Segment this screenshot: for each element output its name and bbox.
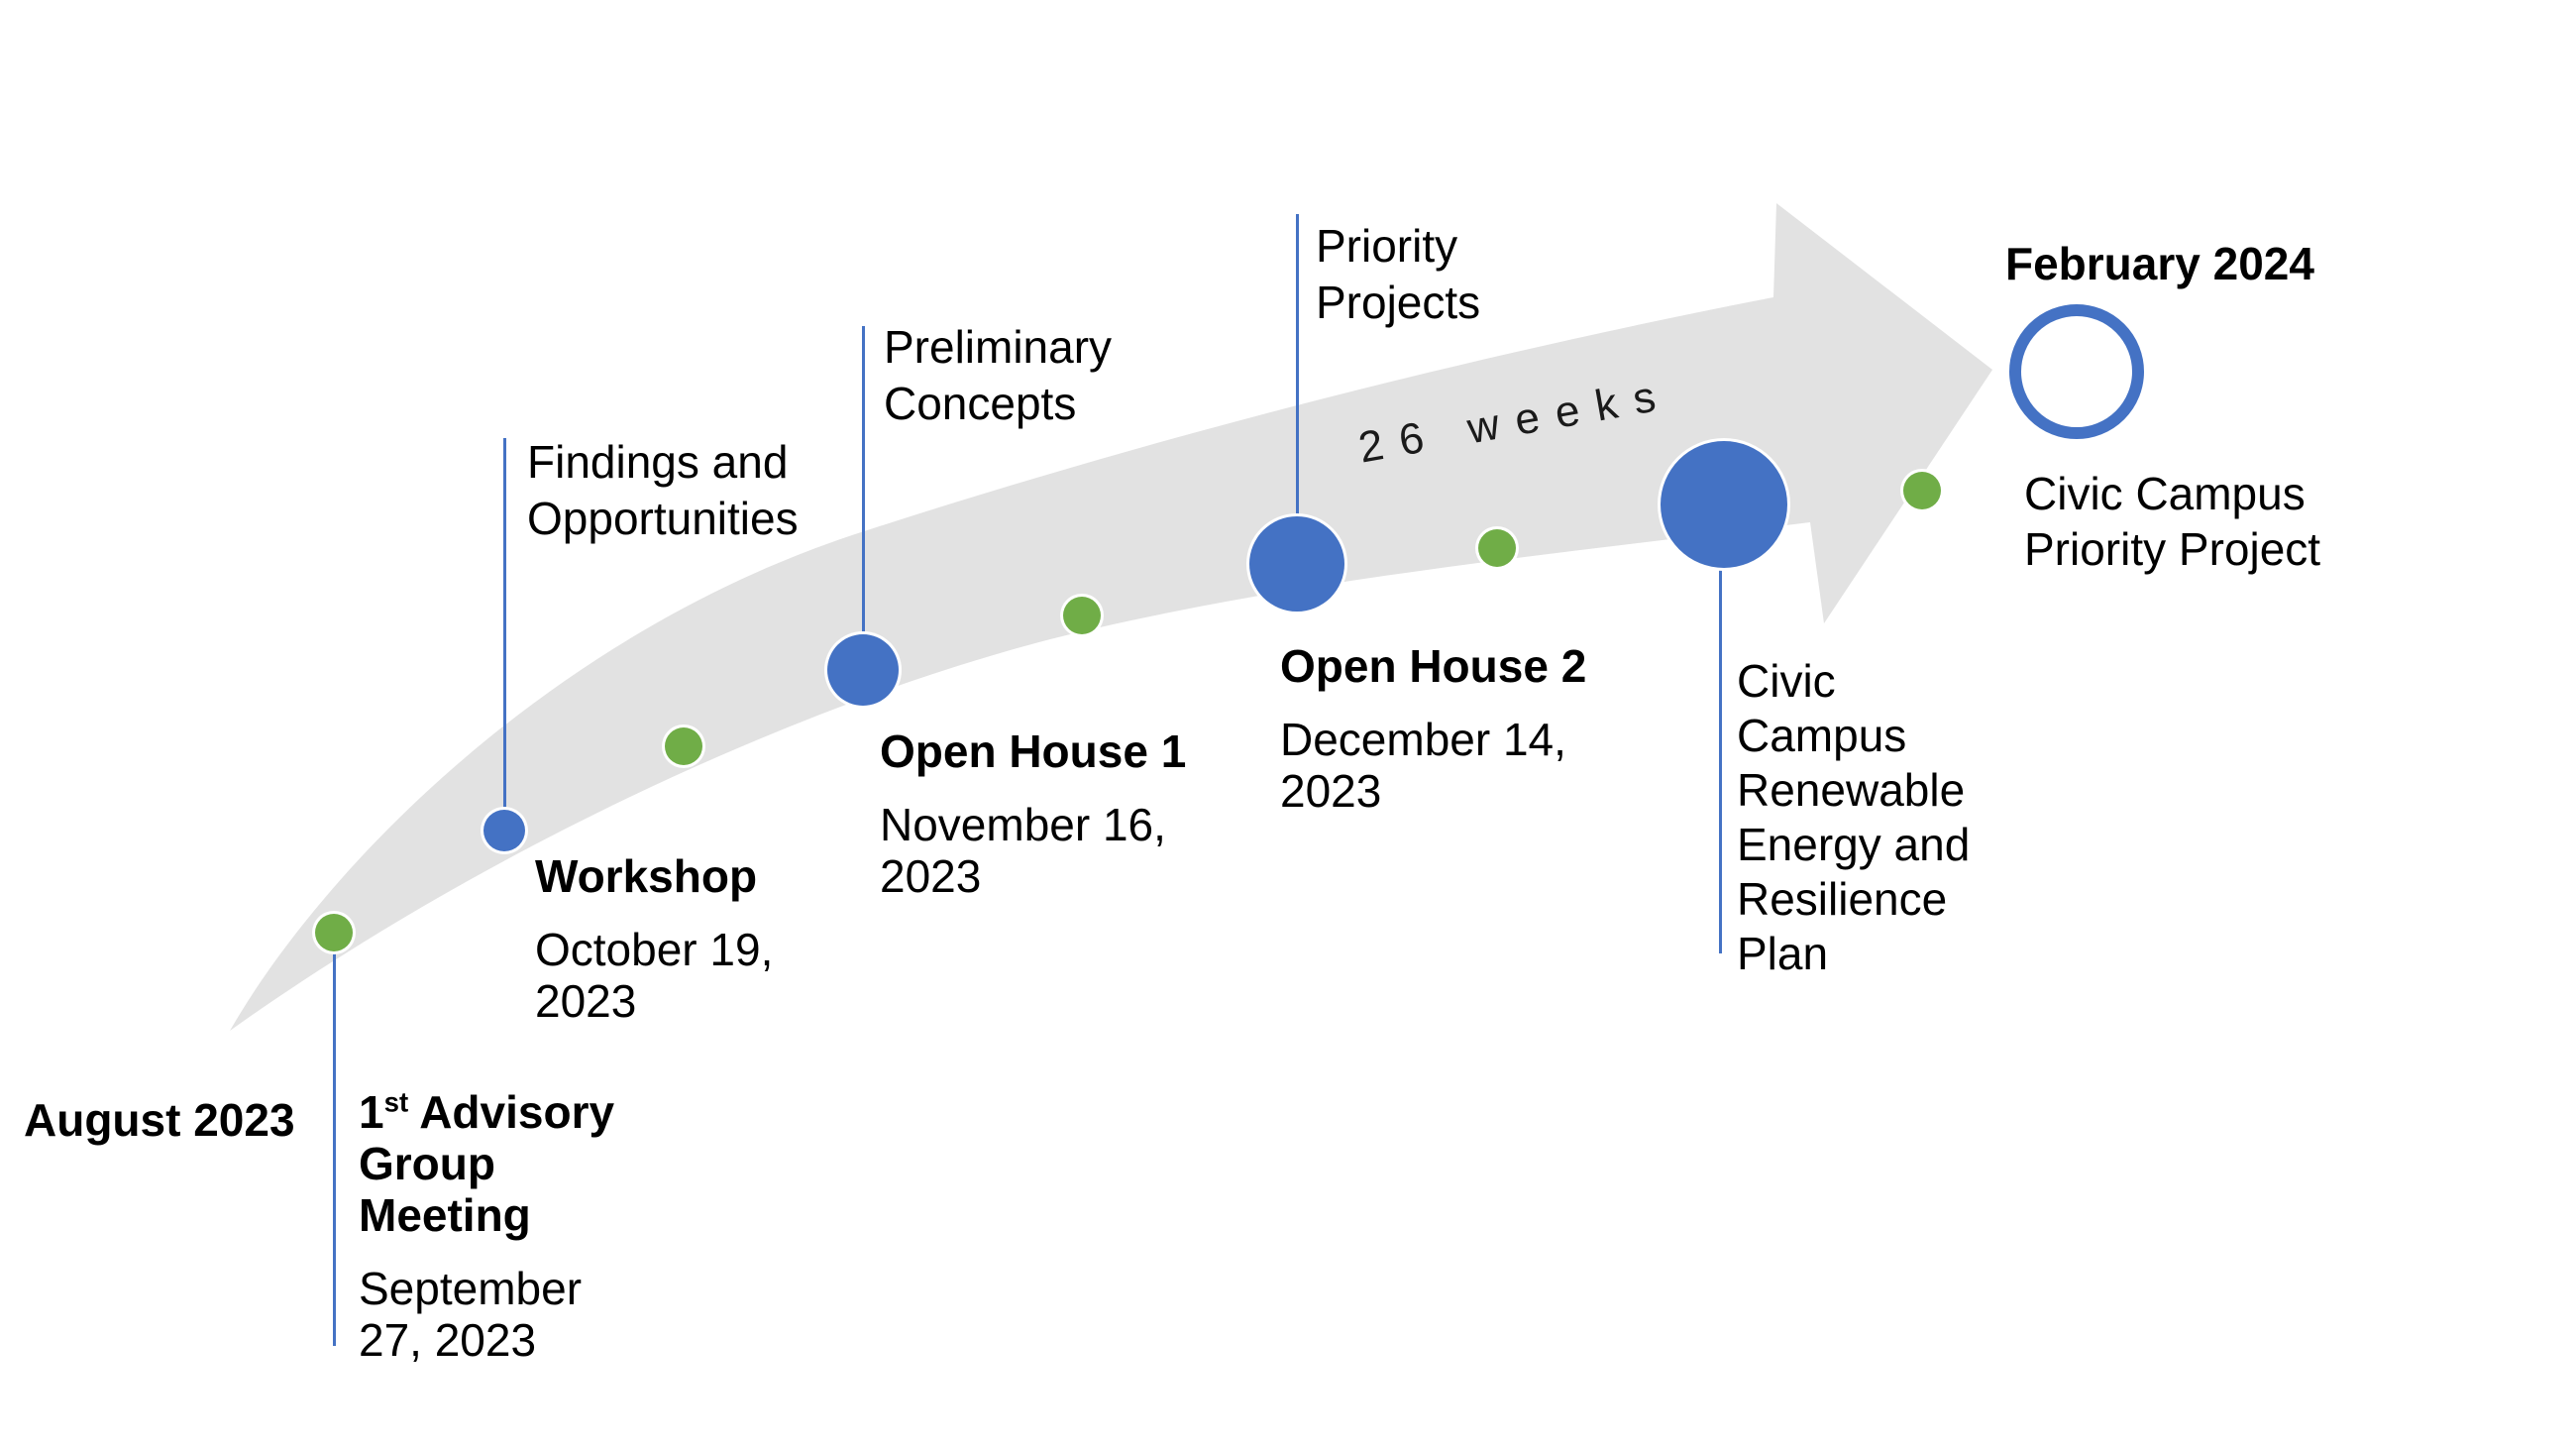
advisory-title-rest: Advisory Group Meeting	[359, 1086, 615, 1241]
milestone-block-open-house-1: Open House 1 November 16, 2023	[880, 725, 1197, 902]
interim-dot-1	[665, 727, 702, 765]
milestone-block-advisory: 1st Advisory Group Meeting September 27,…	[359, 1086, 626, 1366]
milestone-date-open-house-2: December 14, 2023	[1280, 714, 1566, 817]
milestone-dot-open-house-2	[1249, 516, 1344, 612]
milestone-dot-civic-plan	[1661, 441, 1787, 568]
milestone-title-open-house-1: Open House 1	[880, 725, 1187, 777]
advisory-ordinal-suffix: st	[383, 1086, 409, 1118]
connector-line-civic-plan	[1719, 567, 1722, 953]
label-priority-projects: Priority Projects	[1316, 220, 1481, 328]
label-preliminary-concepts: Preliminary Concepts	[884, 321, 1113, 429]
arrow-shape	[230, 203, 1992, 1031]
milestone-title-open-house-2: Open House 2	[1280, 640, 1587, 692]
milestone-date-workshop: October 19, 2023	[535, 924, 774, 1027]
milestone-dot-advisory	[315, 914, 353, 951]
start-label: August 2023	[24, 1094, 295, 1146]
end-date-label: February 2024	[2005, 238, 2314, 289]
advisory-ordinal: 1	[359, 1086, 384, 1138]
connector-line-open-house-2	[1296, 214, 1299, 518]
connector-line-advisory	[333, 951, 336, 1346]
label-civic-campus-plan: Civic Campus Renewable Energy and Resili…	[1737, 655, 1971, 979]
milestone-date-advisory: September 27, 2023	[359, 1263, 583, 1366]
milestone-dot-workshop	[483, 810, 525, 851]
milestone-title-advisory: 1st Advisory Group Meeting	[359, 1086, 626, 1241]
milestone-dot-open-house-1	[827, 634, 899, 706]
connector-line-open-house-1	[862, 326, 865, 636]
interim-dot-3	[1478, 529, 1516, 567]
end-project-label: Civic Campus Priority Project	[2024, 468, 2321, 575]
interim-dot-4	[1903, 472, 1941, 509]
completion-ring	[2009, 304, 2144, 439]
milestone-block-open-house-2: Open House 2 December 14, 2023	[1280, 640, 1597, 817]
milestone-date-open-house-1: November 16, 2023	[880, 799, 1166, 902]
interim-dot-2	[1063, 597, 1101, 634]
milestone-block-workshop: Workshop October 19, 2023	[535, 850, 793, 1027]
connector-line-workshop	[503, 438, 506, 812]
label-findings-opportunities: Findings and Opportunities	[527, 436, 799, 544]
milestone-title-workshop: Workshop	[535, 850, 758, 902]
